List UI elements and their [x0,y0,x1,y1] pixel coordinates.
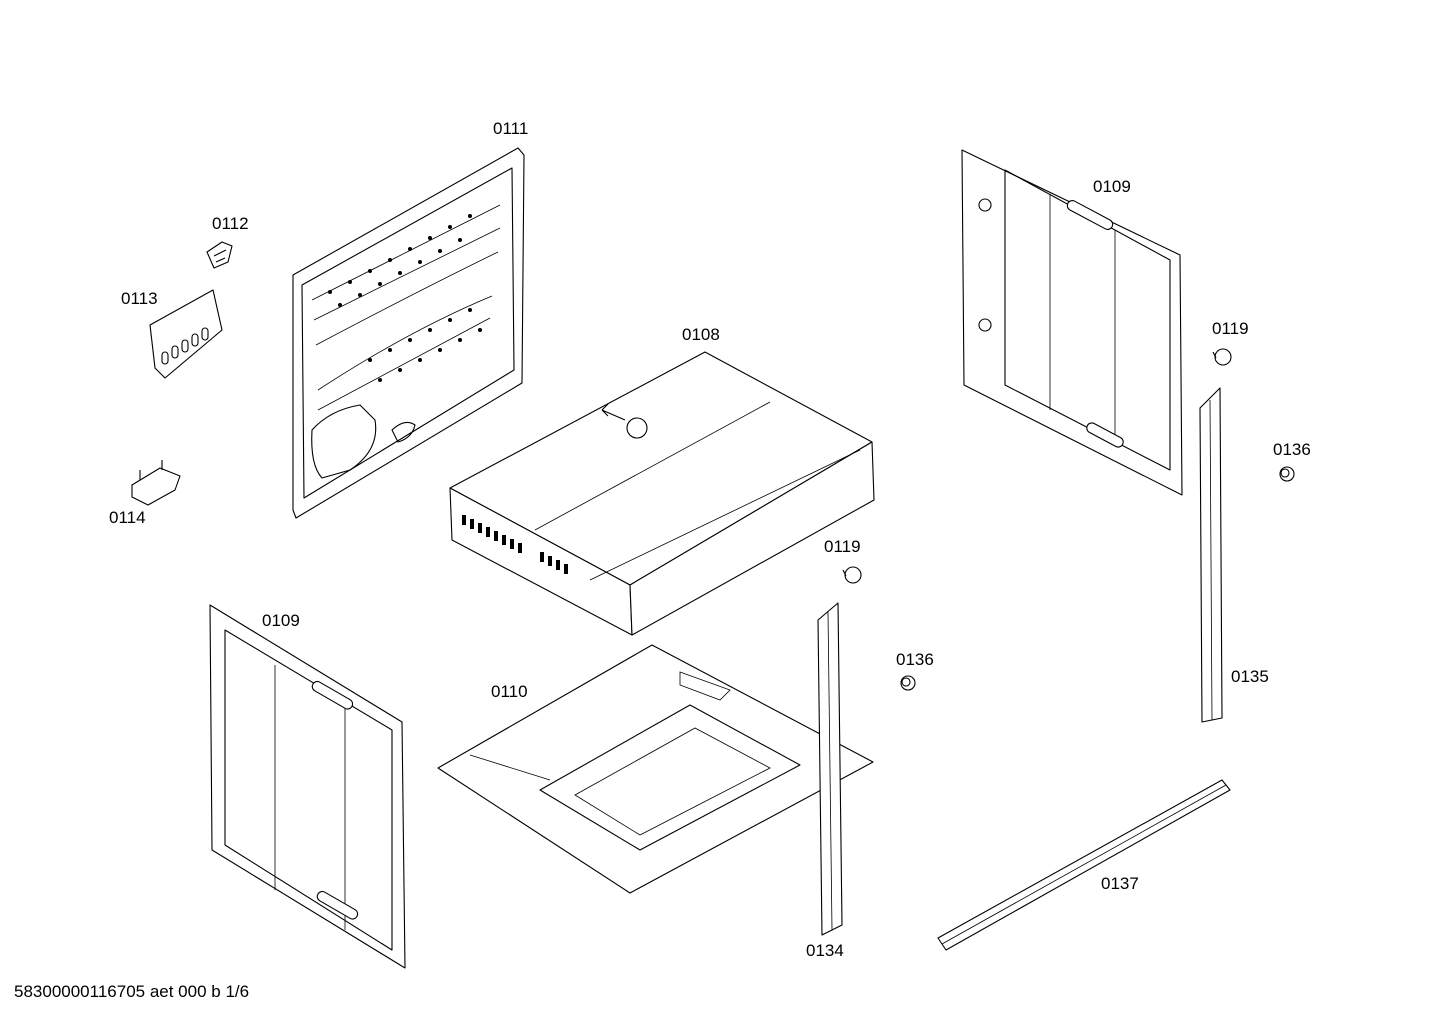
label-0113: 0113 [121,289,158,308]
label-0137: 0137 [1101,874,1139,893]
label-0134: 0134 [806,941,844,960]
part-0112-clip [206,241,233,269]
label-0109-top: 0109 [1093,177,1131,196]
part-0137-bar [937,779,1231,951]
label-0119-top: 0119 [1212,319,1249,338]
part-0134-rail [817,602,843,936]
part-0109-lower-side-panel [209,604,406,969]
part-0119-cap-top [1212,348,1232,366]
part-0135-rail [1199,387,1223,723]
label-0119-mid: 0119 [824,537,861,556]
label-0108: 0108 [682,325,720,344]
part-0108-top-cover [449,351,875,636]
part-0109-upper-side-panel [961,149,1183,496]
label-0110: 0110 [491,682,528,701]
part-0119-cap-mid [842,566,862,584]
label-0112: 0112 [212,214,249,233]
part-0136-bushing-top [1279,466,1295,482]
part-0110-bottom-panel [437,644,874,894]
document-footer-code: 58300000116705 aet 000 b 1/6 [14,982,250,1001]
label-0114: 0114 [109,508,146,527]
part-0113-bracket [149,289,223,379]
label-0111: 0111 [493,119,529,138]
label-0135: 0135 [1231,667,1269,686]
label-0136-top: 0136 [1273,440,1311,459]
label-0136-mid: 0136 [896,650,934,669]
part-0136-bushing-mid [900,675,916,691]
label-0109-bottom: 0109 [262,611,300,630]
part-0114-connector [131,460,181,506]
part-0111-back-panel [292,147,525,519]
